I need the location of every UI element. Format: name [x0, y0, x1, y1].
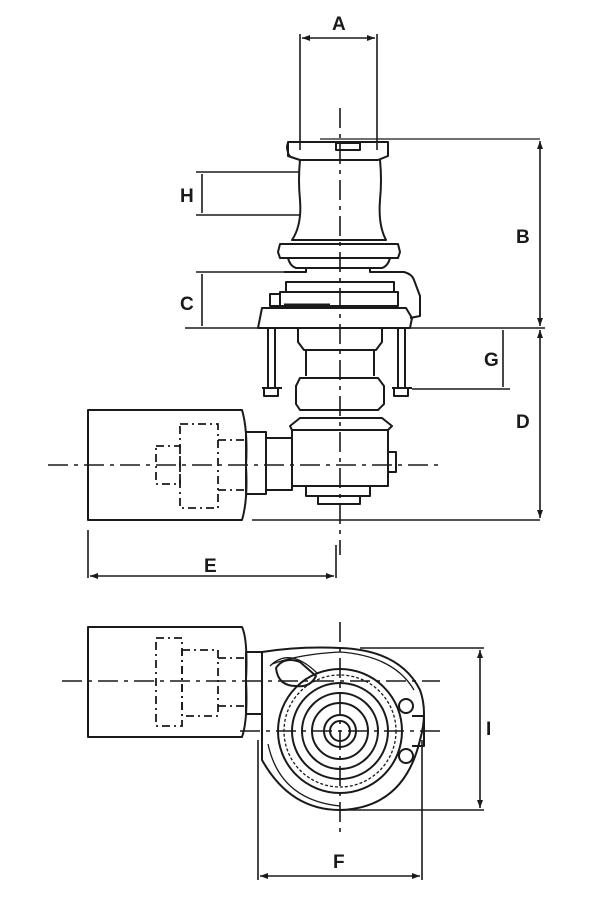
- dimension-h: H: [180, 171, 300, 216]
- label-a: A: [332, 14, 346, 35]
- dimension-d: D: [516, 330, 543, 518]
- dimension-b: B: [516, 141, 543, 326]
- label-e: E: [204, 556, 217, 577]
- plan-view: I F: [62, 622, 491, 880]
- side-elevation-view: A H C: [48, 14, 545, 579]
- label-f: F: [333, 852, 345, 873]
- dimension-e: E: [87, 530, 337, 579]
- label-i: I: [486, 719, 491, 740]
- dimension-g: G: [412, 330, 510, 390]
- label-c: C: [180, 294, 194, 315]
- label-g: G: [484, 350, 499, 371]
- label-d: D: [516, 412, 530, 433]
- dimension-a: A: [299, 14, 378, 150]
- label-h: H: [180, 186, 194, 207]
- label-b: B: [516, 227, 530, 248]
- dimension-i: I: [340, 647, 491, 811]
- dimension-f: F: [257, 740, 423, 880]
- dimension-c: C: [180, 271, 284, 326]
